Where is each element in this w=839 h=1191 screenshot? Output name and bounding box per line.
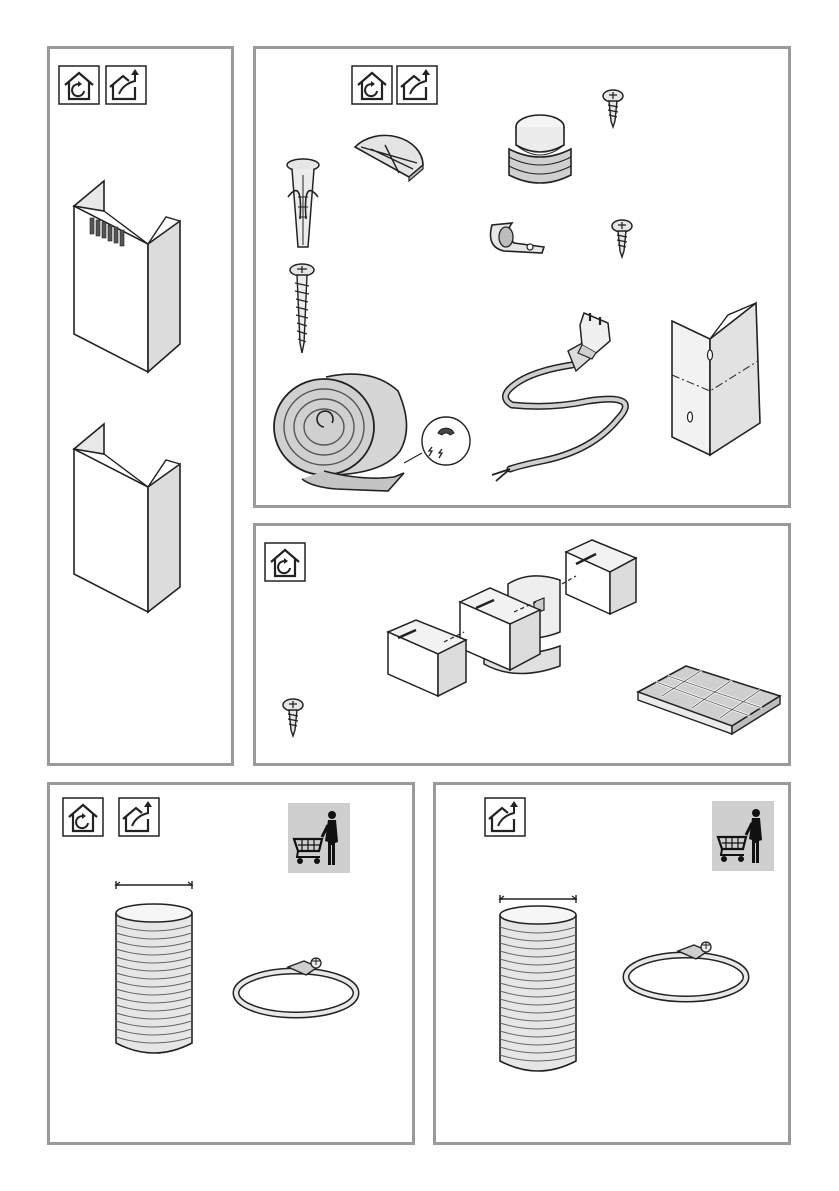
wood-screw [286, 261, 318, 356]
carbon-filter [634, 662, 784, 746]
accessories-panel [253, 46, 791, 508]
recirculation-mode-icon [62, 797, 104, 837]
hose-clamp [622, 937, 752, 1009]
shopping-cart-person-icon [712, 801, 774, 871]
extraction-mode-icon [118, 797, 160, 837]
recirculation-kit-panel [253, 523, 791, 766]
extraction-mode-icon [105, 65, 147, 105]
hose-clamp [232, 953, 362, 1025]
extraction-mode-icon [396, 65, 438, 105]
air-deflector [351, 135, 431, 183]
extraction-mode-icon [484, 797, 526, 837]
chimney-panel [47, 46, 234, 766]
optional-hose-panel-recirculation-extraction [47, 782, 415, 1145]
power-cord [492, 301, 642, 481]
lower-chimney [68, 419, 188, 619]
flexible-hose [112, 877, 198, 1057]
chimney-bracket [666, 299, 770, 461]
shopping-cart-person-icon [288, 803, 350, 873]
recirculation-mode-icon [351, 65, 393, 105]
small-screw [601, 89, 625, 129]
duct-connector-flange [504, 109, 580, 191]
recirculation-mode-icon [58, 65, 100, 105]
cable-clip [484, 217, 548, 261]
recirculation-mode-icon [264, 542, 306, 582]
optional-hose-panel-extraction [433, 782, 791, 1145]
adhesive-foam-tape [272, 367, 477, 497]
wall-plug [278, 157, 328, 255]
small-screw [281, 698, 305, 738]
flexible-hose [496, 891, 582, 1076]
rectangular-duct-sections [384, 536, 644, 696]
small-screw [610, 219, 634, 259]
upper-chimney [68, 174, 188, 379]
